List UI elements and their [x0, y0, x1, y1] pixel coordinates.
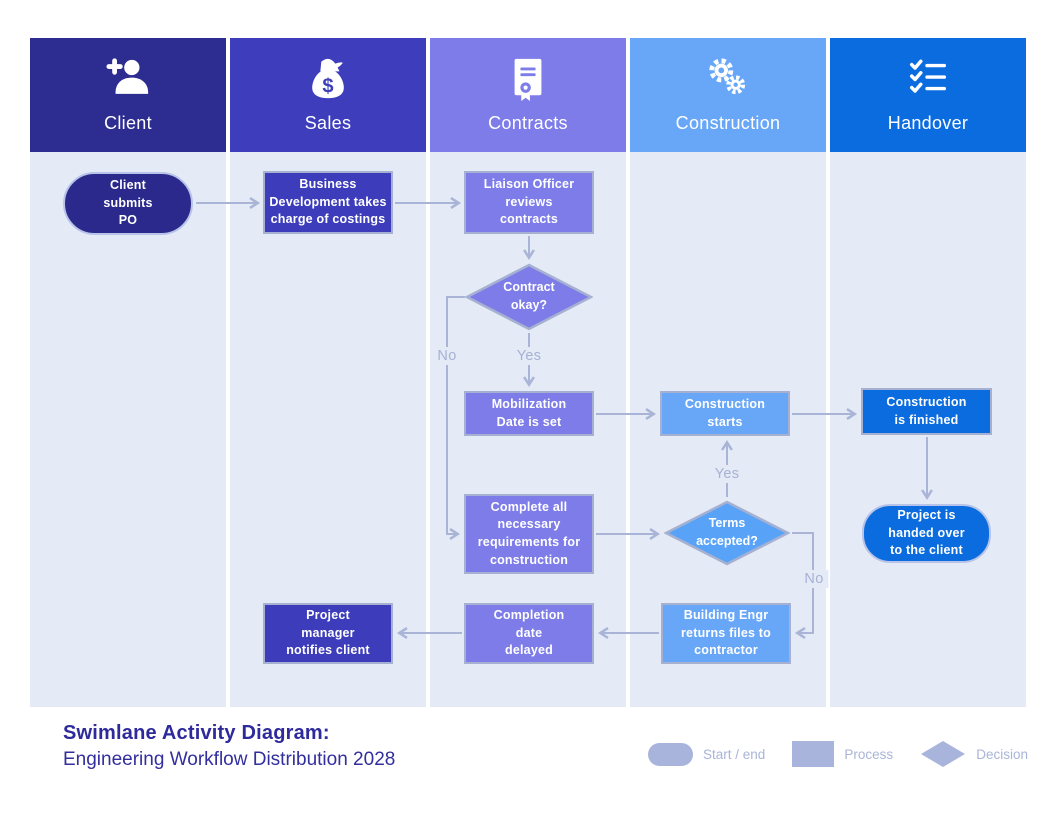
- gears-icon: [705, 56, 751, 107]
- edge-label-terms-yes: Yes: [709, 465, 745, 483]
- edge-label-contract-yes: Yes: [511, 347, 547, 365]
- process-node-completion-delayed: Completion date delayed: [464, 603, 594, 664]
- lane-header-sales: $ Sales: [230, 38, 426, 152]
- process-node-building-engr: Building Engr returns files to contracto…: [661, 603, 791, 664]
- start-node-client-submits-po: Client submits PO: [63, 172, 193, 235]
- person-add-icon: [105, 56, 151, 107]
- process-shape-icon: [792, 741, 835, 767]
- lane-label: Client: [104, 113, 152, 133]
- process-node-liaison-officer: Liaison Officer reviews contracts: [464, 171, 594, 234]
- process-node-construction-finished: Construction is finished: [861, 388, 992, 435]
- start-end-shape-icon: [648, 742, 693, 766]
- decision-node-terms-accepted: Terms accepted?: [664, 500, 790, 566]
- lane-label: Construction: [675, 113, 781, 133]
- lane-header-construction: Construction: [630, 38, 826, 152]
- lane-label: Contracts: [488, 113, 568, 133]
- legend-item-start-end: Start / end: [648, 742, 765, 766]
- lane-header-handover: Handover: [830, 38, 1026, 152]
- process-node-construction-starts: Construction starts: [660, 391, 790, 436]
- checklist-icon: [905, 56, 951, 107]
- certificate-icon: [505, 56, 551, 107]
- edge-label-terms-no: No: [799, 570, 829, 588]
- process-node-business-development: Business Development takes charge of cos…: [263, 171, 393, 234]
- process-node-mobilization-date: Mobilization Date is set: [464, 391, 594, 436]
- diagram-subtitle: Engineering Workflow Distribution 2028: [63, 749, 396, 770]
- legend-item-decision: Decision: [920, 740, 1028, 768]
- legend: Start / end Process Decision: [648, 738, 1028, 770]
- lane-label: Sales: [304, 113, 352, 133]
- process-node-project-manager: Project manager notifies client: [263, 603, 393, 664]
- lane-body-client: [30, 152, 226, 707]
- decision-node-contract-okay: Contract okay?: [465, 263, 593, 331]
- diagram-title-block: Swimlane Activity Diagram: Engineering W…: [63, 722, 395, 771]
- svg-text:$: $: [322, 75, 333, 97]
- end-node-project-handed-over: Project is handed over to the client: [862, 504, 991, 563]
- decision-shape-icon: [920, 740, 966, 768]
- diagram-title: Swimlane Activity Diagram:: [63, 722, 330, 744]
- lane-header-client: Client: [30, 38, 226, 152]
- edge-label-contract-no: No: [432, 347, 462, 365]
- process-node-complete-requirements: Complete all necessary requirements for …: [464, 494, 594, 574]
- legend-item-process: Process: [792, 741, 893, 767]
- money-bag-icon: $: [305, 56, 351, 107]
- lane-header-contracts: Contracts: [430, 38, 626, 152]
- lane-label: Handover: [887, 113, 969, 133]
